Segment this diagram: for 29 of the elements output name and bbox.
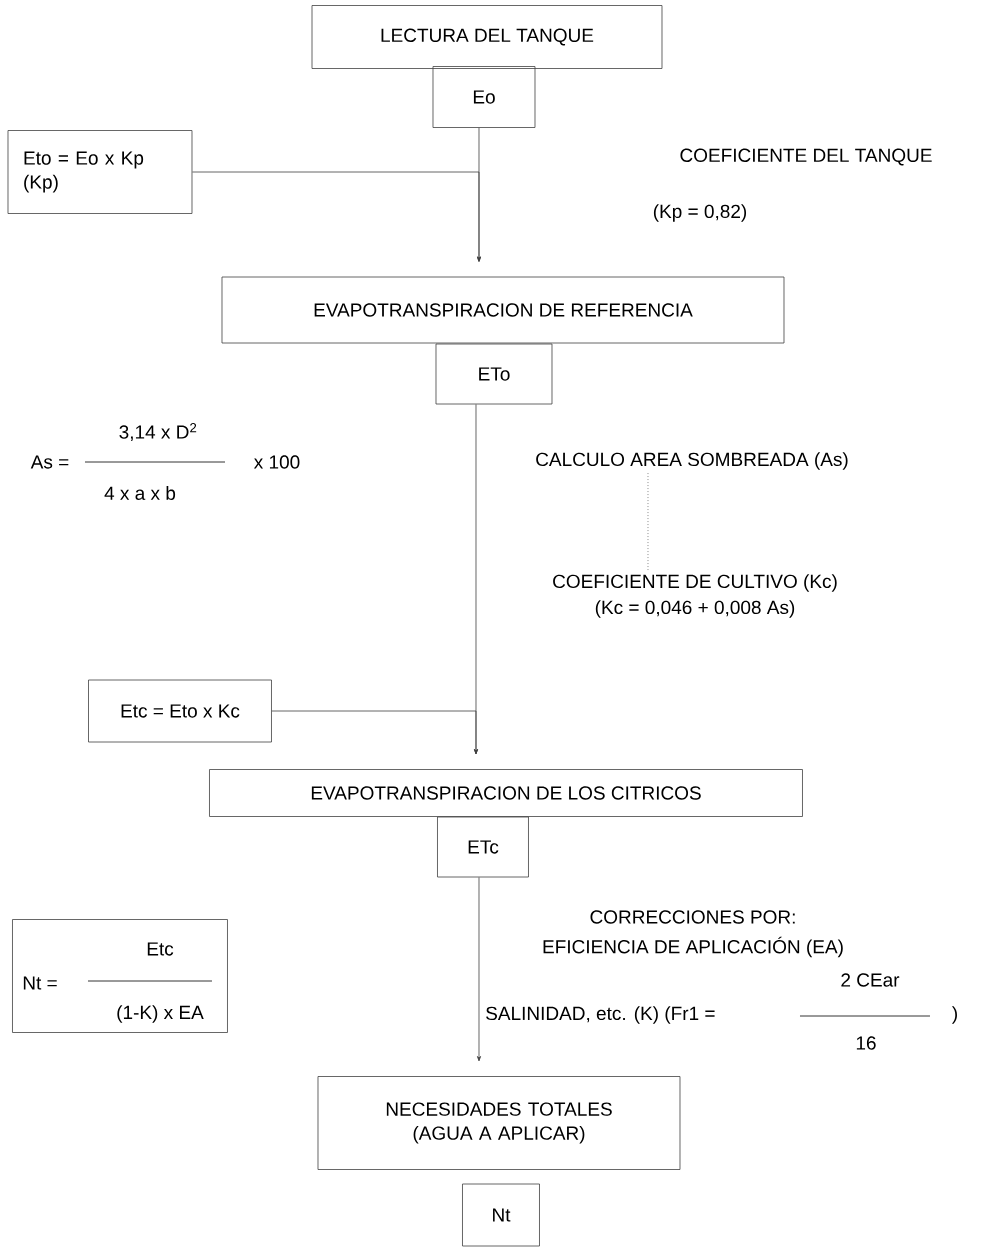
formula-text: x 100 bbox=[254, 455, 300, 469]
formula-box: Eto = Eo x Kp (Kp) bbox=[7, 130, 193, 214]
label-text: CORRECCIONES POR: bbox=[590, 910, 795, 924]
label-text: COEFICIENTE DEL TANQUE bbox=[680, 148, 932, 166]
process-box: LECTURA DEL TANQUE bbox=[311, 5, 663, 69]
formula-text: 3,14 x D$^{2}$ bbox=[119, 423, 197, 441]
value-box: Nt bbox=[462, 1183, 540, 1247]
formula-text: As = bbox=[30, 455, 69, 469]
formula-box: Etc = Eto x Kc bbox=[88, 679, 272, 743]
process-box: EVAPOTRANSPIRACION DE REFERENCIA bbox=[221, 276, 785, 344]
value-box: ETo bbox=[435, 343, 553, 405]
value-box: Eo bbox=[432, 66, 536, 128]
formula-text: ) bbox=[951, 1006, 957, 1024]
arrow bbox=[271, 710, 478, 755]
step-text: COEFICIENTE DE CULTIVO (Kc) (Kc = 0,046 + 0,008 As) bbox=[553, 574, 837, 618]
label-text: (Kp = 0,82) bbox=[653, 204, 747, 222]
process-box: EVAPOTRANSPIRACION DE LOS CITRICOS bbox=[209, 769, 803, 817]
label-text: EFICIENCIA DE APLICACIÓN (EA) bbox=[543, 936, 843, 958]
value-box: ETc bbox=[437, 816, 529, 878]
arrow bbox=[477, 877, 481, 1062]
formula-text: 16 bbox=[856, 1036, 876, 1050]
process-box: NECESIDADES TOTALES (AGUA A APLICAR) bbox=[317, 1076, 681, 1170]
connector-line bbox=[647, 472, 649, 572]
formula-box: Nt = Etc (1-K) x EA bbox=[12, 919, 228, 1033]
formula-text: SALINIDAD, etc. (K) (Fr1 = bbox=[486, 1006, 715, 1024]
arrow bbox=[192, 171, 481, 262]
formula-text: 2 CEar bbox=[841, 973, 900, 987]
formula-text: 4 x a x b bbox=[104, 486, 176, 500]
step-text: CALCULO AREA SOMBREADA (As) bbox=[536, 452, 848, 470]
